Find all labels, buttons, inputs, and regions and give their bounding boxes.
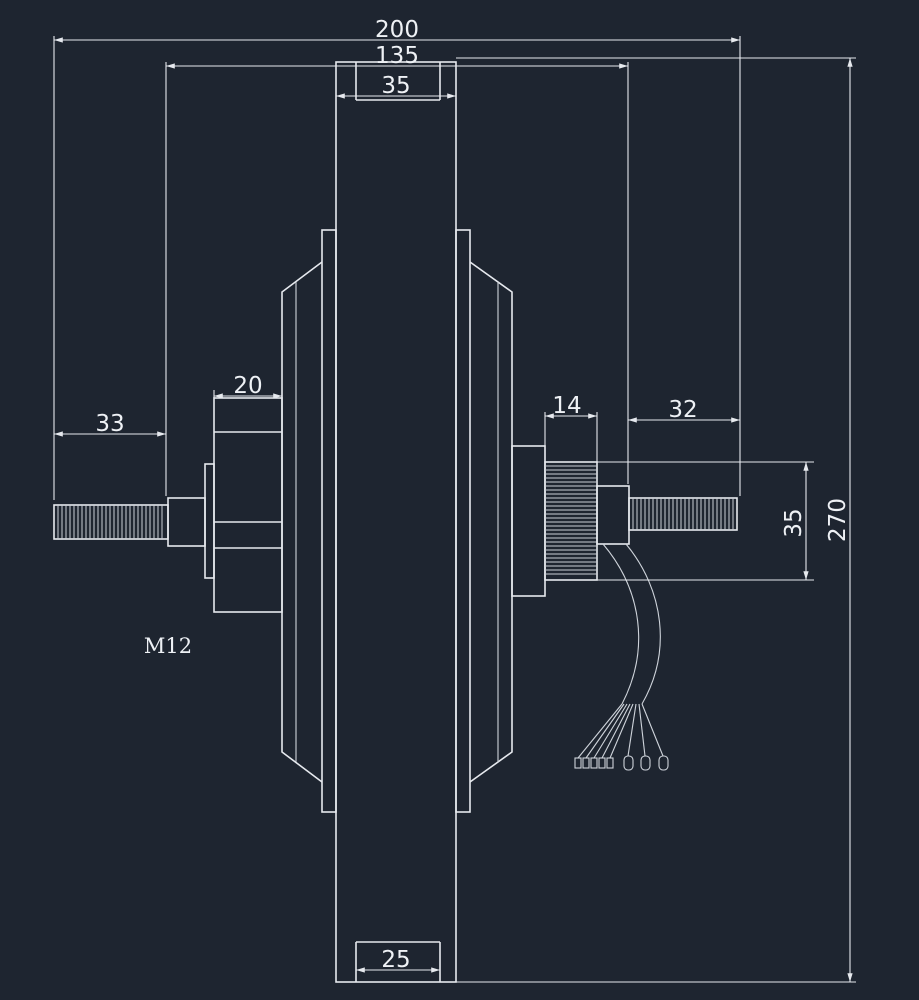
right-hub <box>511 445 630 597</box>
dim-overall-height: 270 <box>825 498 851 542</box>
dim-overall-width: 200 <box>375 17 419 43</box>
dim-axle-height: 35 <box>781 508 807 537</box>
dim-inner-width: 135 <box>375 43 419 69</box>
dimension-lines <box>54 37 853 982</box>
left-threaded-axle <box>53 504 169 540</box>
dim-right-axle: 32 <box>668 397 697 423</box>
thread-label: M12 <box>144 634 192 658</box>
extension-lines <box>53 36 856 983</box>
dim-rim-bottom: 25 <box>381 947 410 973</box>
rim <box>335 61 457 983</box>
right-flange <box>455 229 513 813</box>
left-hub <box>167 397 283 613</box>
dim-right-nut: 14 <box>552 393 581 419</box>
motor-cable <box>574 543 669 771</box>
right-threaded-axle <box>628 497 738 531</box>
dim-rim-top: 35 <box>381 73 410 99</box>
left-flange <box>281 229 337 813</box>
dim-left-nut: 20 <box>233 373 262 399</box>
dim-left-axle: 33 <box>95 411 124 437</box>
